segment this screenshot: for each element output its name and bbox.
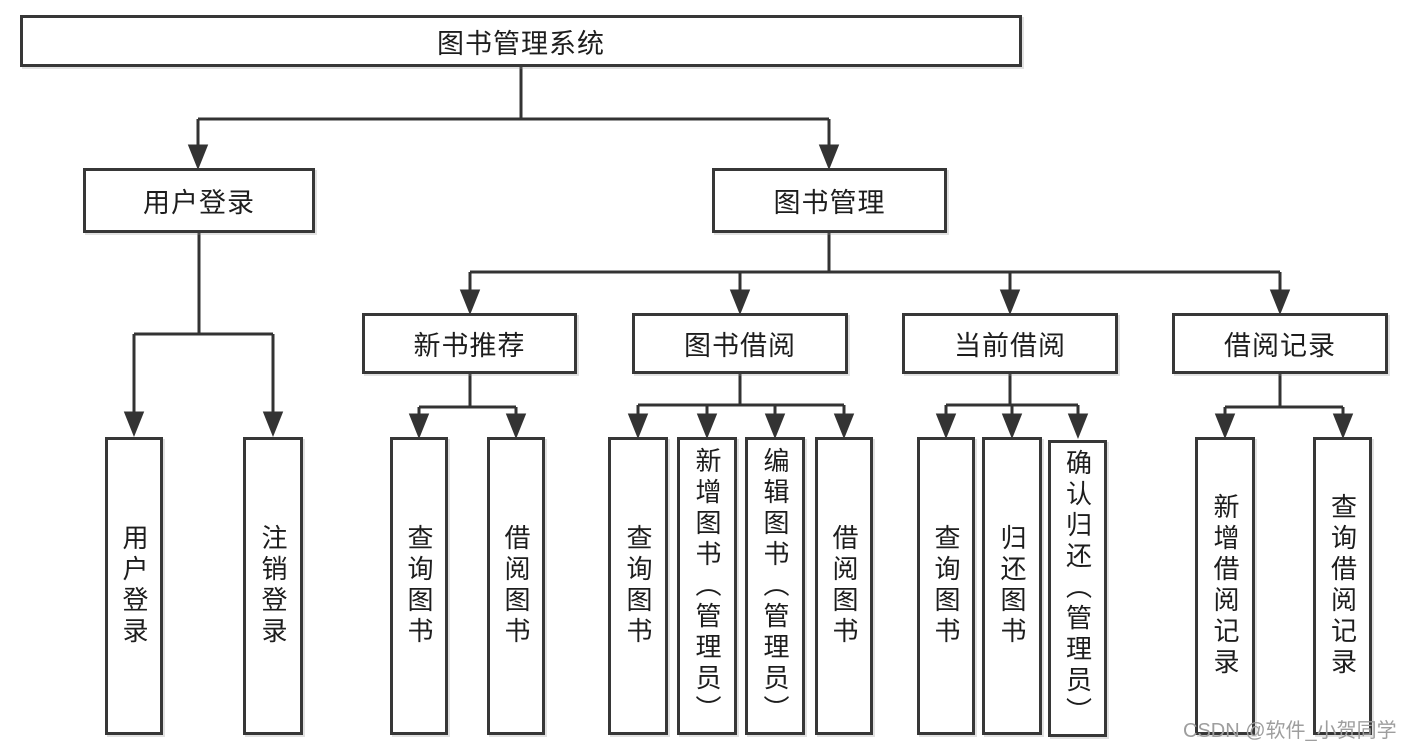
leaf-newbook-query-book: 查询图书 bbox=[390, 437, 448, 735]
connector-current-borrow-to-leaves bbox=[935, 374, 1089, 440]
node-new-book-recommend: 新书推荐 bbox=[362, 313, 577, 374]
node-book-management: 图书管理 bbox=[712, 168, 947, 233]
leaf-current-return-book: 归还图书 bbox=[982, 437, 1042, 735]
connector-new-book-to-leaves bbox=[408, 374, 527, 440]
leaf-user-login: 用户登录 bbox=[105, 437, 163, 735]
connector-user-login-to-leaves bbox=[123, 233, 284, 438]
leaf-current-query-book: 查询图书 bbox=[917, 437, 975, 735]
node-book-borrow: 图书借阅 bbox=[632, 313, 848, 374]
node-user-login: 用户登录 bbox=[83, 168, 315, 233]
leaf-borrow-query-book: 查询图书 bbox=[608, 437, 668, 735]
leaf-record-query-borrow-record: 查询借阅记录 bbox=[1313, 437, 1372, 735]
node-root-library-system: 图书管理系统 bbox=[20, 15, 1022, 67]
leaf-current-confirm-return-admin: 确认归还（管理员） bbox=[1048, 440, 1107, 737]
connector-book-management-to-level3 bbox=[459, 233, 1291, 316]
connector-root-to-level2 bbox=[187, 67, 840, 171]
node-current-borrow: 当前借阅 bbox=[902, 313, 1118, 374]
connector-book-borrow-to-leaves bbox=[627, 374, 855, 440]
leaf-borrow-add-book-admin: 新增图书（管理员） bbox=[677, 437, 737, 735]
connector-borrow-record-to-leaves bbox=[1214, 374, 1354, 440]
leaf-borrow-edit-book-admin: 编辑图书（管理员） bbox=[745, 437, 805, 735]
csdn-watermark: CSDN @软件_小贺同学 bbox=[1183, 720, 1397, 742]
leaf-record-add-borrow-record: 新增借阅记录 bbox=[1195, 437, 1255, 735]
leaf-borrow-borrow-book: 借阅图书 bbox=[815, 437, 873, 735]
leaf-newbook-borrow-book: 借阅图书 bbox=[487, 437, 545, 735]
leaf-logout: 注销登录 bbox=[243, 437, 303, 735]
node-borrow-record: 借阅记录 bbox=[1172, 313, 1388, 374]
